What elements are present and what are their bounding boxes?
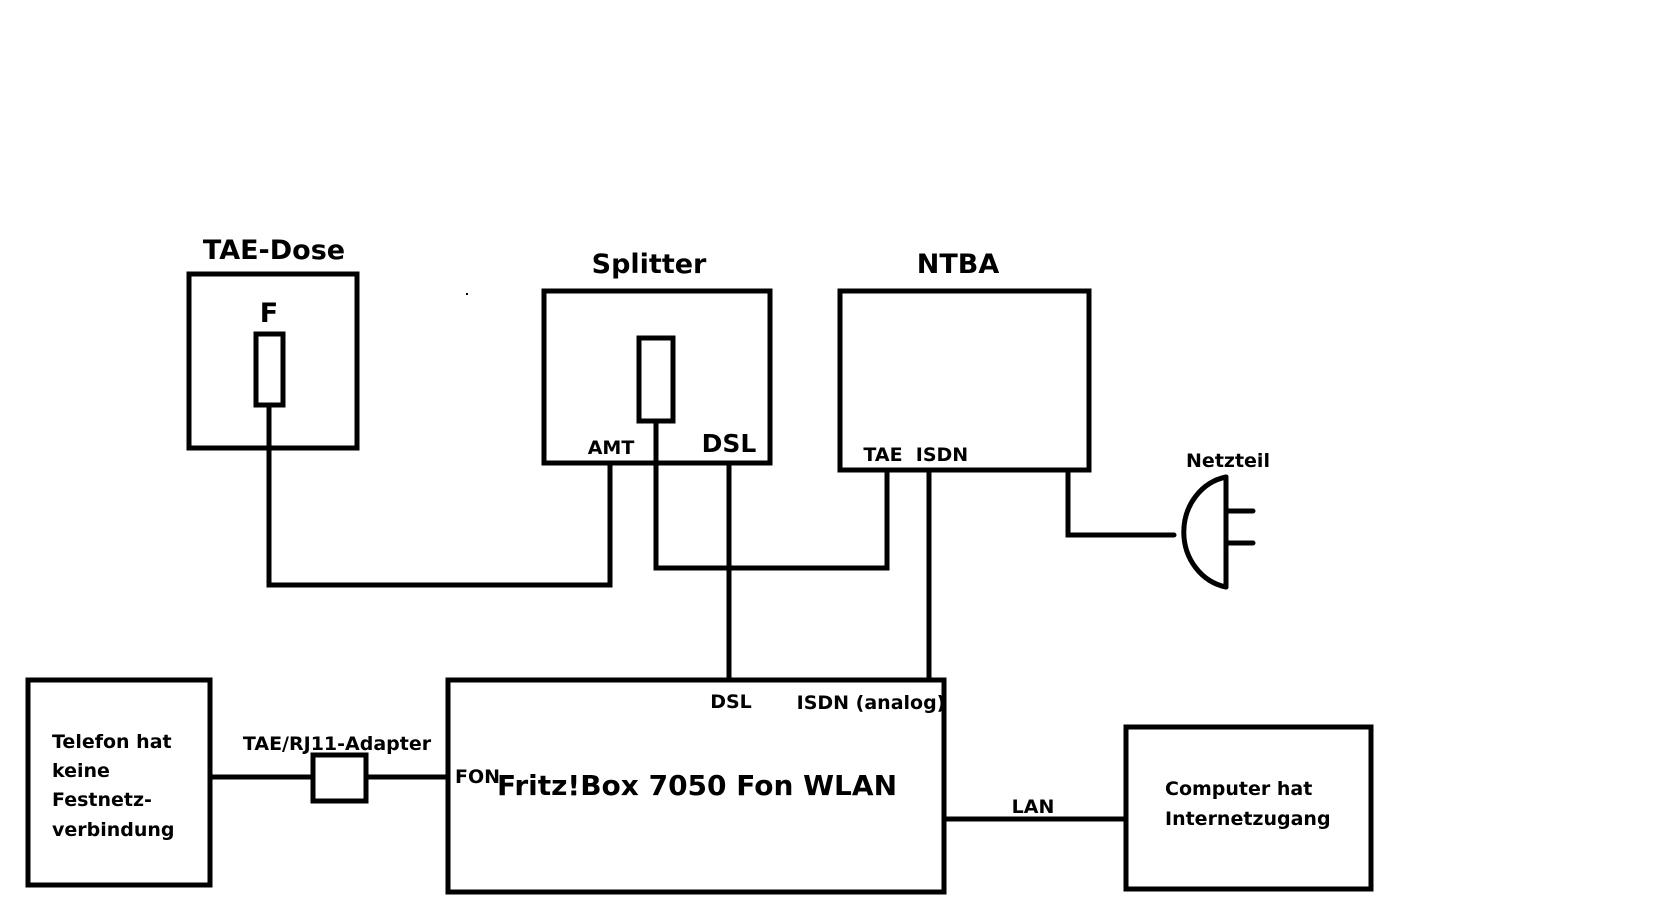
- tae-socket-label: F: [260, 298, 278, 329]
- wire-splitter-to-ntba-tae: [653, 418, 890, 571]
- computer-box: [1123, 724, 1374, 892]
- fritzbox-port-isdn: ISDN (analog): [797, 692, 946, 714]
- telephone-text-line-1: Telefon hat: [52, 731, 172, 753]
- tae-socket-icon: [253, 331, 286, 408]
- telephone-node: Telefon hat keine Festnetz- verbindung: [25, 677, 213, 888]
- computer-text-line-1: Computer hat: [1165, 778, 1312, 800]
- power-supply-node: Netzteil: [1181, 450, 1270, 590]
- adapter-icon: [310, 752, 369, 804]
- splitter-port-dsl: DSL: [702, 429, 757, 458]
- splitter-port-amt: AMT: [588, 437, 635, 459]
- power-supply-label: Netzteil: [1186, 450, 1270, 472]
- wire-ntba-to-power: [1065, 467, 1177, 538]
- power-plug-icon: [1181, 474, 1229, 590]
- telephone-box: [25, 677, 213, 888]
- upper-wiring: [266, 293, 1177, 683]
- fritzbox-title: Fritz!Box 7050 Fon WLAN: [497, 769, 897, 802]
- computer-text-line-2: Internetzugang: [1165, 808, 1331, 830]
- tae-dose-node: TAE-Dose F: [186, 235, 360, 451]
- fritzbox-node: FON DSL ISDN (analog) Fritz!Box 7050 Fon…: [445, 677, 947, 895]
- fritzbox-port-dsl: DSL: [710, 691, 752, 713]
- splitter-socket-icon: [636, 335, 676, 424]
- telephone-text-line-4: verbindung: [52, 819, 175, 841]
- adapter-node: TAE/RJ11-Adapter: [207, 733, 451, 804]
- computer-node: Computer hat Internetzugang: [1123, 724, 1374, 892]
- fritzbox-box: [445, 677, 947, 895]
- fritzbox-port-fon: FON: [455, 766, 500, 788]
- ntba-node: NTBA TAE ISDN: [837, 249, 1092, 473]
- wire-tae-to-splitter-amt: [266, 402, 613, 588]
- lan-label: LAN: [1012, 796, 1055, 818]
- ntba-port-tae: TAE: [863, 444, 902, 466]
- tae-dose-box: [186, 271, 360, 451]
- tae-dose-title: TAE-Dose: [203, 235, 345, 266]
- ntba-title: NTBA: [917, 249, 1000, 280]
- splitter-title: Splitter: [592, 249, 707, 280]
- adapter-label: TAE/RJ11-Adapter: [243, 733, 432, 755]
- ntba-box: [837, 288, 1092, 473]
- stray-dot: [466, 293, 468, 295]
- telephone-text-line-3: Festnetz-: [52, 789, 152, 811]
- ntba-port-isdn: ISDN: [916, 444, 968, 466]
- telephone-text-line-2: keine: [52, 760, 110, 782]
- lan-link: LAN: [941, 796, 1129, 822]
